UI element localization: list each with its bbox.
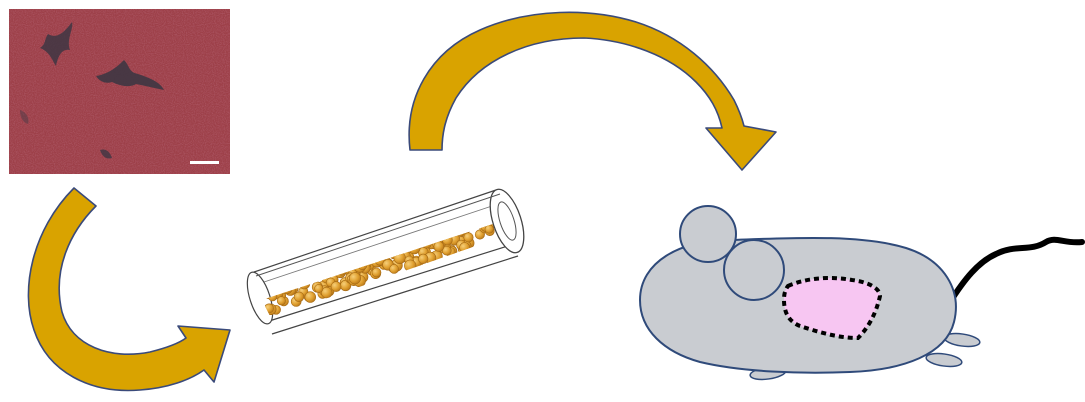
cell: [331, 282, 341, 292]
cell-tube: [242, 185, 530, 334]
cell: [485, 225, 493, 233]
cell: [392, 243, 403, 254]
cell: [294, 292, 304, 302]
cell: [370, 251, 379, 260]
cell: [418, 254, 428, 264]
cell: [290, 280, 299, 289]
cell: [301, 275, 311, 285]
cell: [277, 297, 285, 305]
cell: [409, 243, 420, 254]
cell: [280, 281, 290, 291]
cell: [299, 278, 310, 289]
cell: [456, 228, 464, 236]
cell: [281, 282, 292, 293]
cell: [394, 252, 406, 264]
cell: [461, 225, 470, 234]
cell: [336, 264, 347, 275]
cell: [406, 241, 415, 250]
cell: [312, 271, 321, 280]
arrow-tissue-to-tube: [28, 188, 230, 390]
cell: [434, 242, 444, 252]
mouse: [640, 206, 1082, 381]
cell: [358, 261, 367, 270]
cell: [319, 270, 328, 279]
cell: [404, 260, 416, 272]
cell: [422, 235, 432, 245]
cell: [330, 265, 339, 274]
cell: [336, 264, 345, 273]
arrow-tube-to-mouse: [409, 12, 776, 170]
cell: [301, 274, 310, 283]
scale-bar: [190, 161, 219, 164]
cell: [409, 238, 419, 248]
cell: [475, 217, 484, 226]
cell: [369, 252, 379, 262]
cell: [455, 223, 465, 233]
cell: [335, 267, 346, 278]
cell: [390, 265, 399, 274]
tissue-micrograph: [9, 9, 230, 174]
cell: [464, 233, 473, 242]
cell: [301, 275, 310, 284]
mouse-foot: [925, 352, 962, 369]
cell: [422, 239, 431, 248]
cell: [442, 235, 452, 245]
mouse-tail: [950, 240, 1082, 302]
cell: [473, 218, 482, 227]
cell: [460, 243, 470, 253]
cell: [305, 292, 316, 303]
cell: [372, 268, 381, 277]
mouse-ear: [724, 240, 784, 300]
cell: [437, 229, 446, 238]
cell: [333, 263, 343, 273]
cell: [476, 217, 486, 227]
cell: [349, 273, 360, 284]
mouse-ear: [680, 206, 736, 262]
cell: [315, 284, 323, 292]
cell: [462, 222, 471, 231]
